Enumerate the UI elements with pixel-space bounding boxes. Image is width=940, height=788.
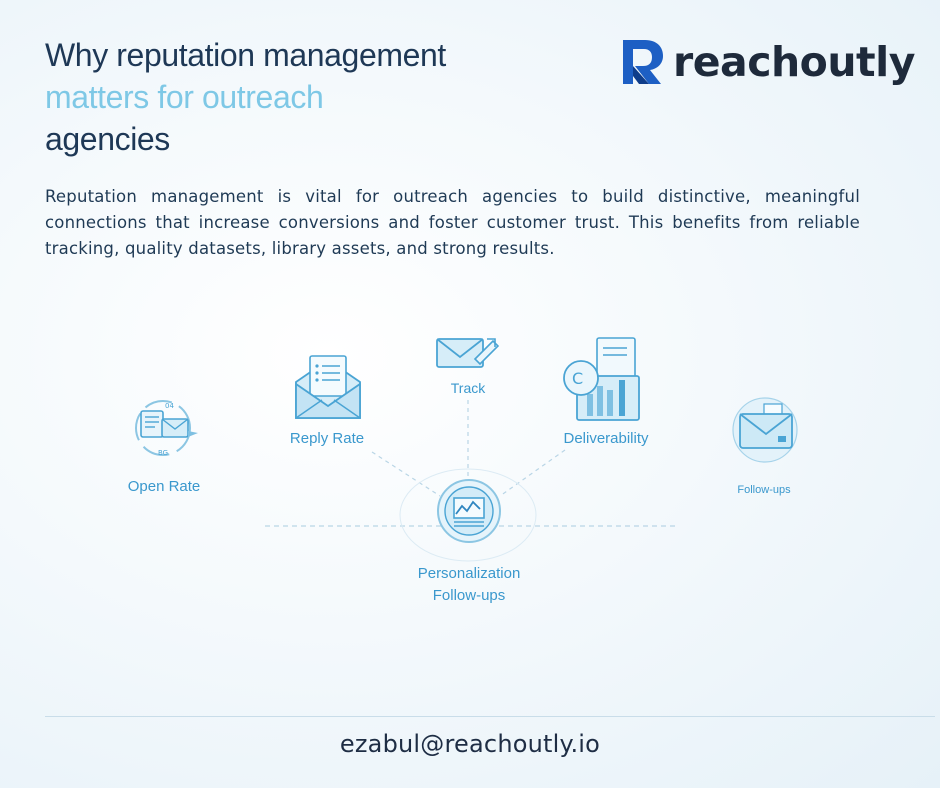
track-envelope-icon xyxy=(436,338,499,368)
footer-divider xyxy=(45,716,935,717)
brand-logo-icon xyxy=(623,40,663,84)
svg-text:C: C xyxy=(572,369,583,388)
personalization-chart-icon xyxy=(437,479,501,543)
title-line-2: matters for outreach xyxy=(45,79,324,115)
personalization-followups-label: Follow-ups xyxy=(432,587,506,604)
brand-logo: reachoutly xyxy=(619,36,915,88)
reply-rate-envelope-icon xyxy=(295,355,361,419)
benefits-diagram: 04 BG Open Rate Reply Rate Track C Deliv… xyxy=(0,300,940,640)
personalization-label: Personalization xyxy=(417,565,521,582)
connector-lines xyxy=(265,400,675,562)
svg-text:BG: BG xyxy=(158,449,168,457)
svg-text:04: 04 xyxy=(165,402,174,410)
deliverability-label: Deliverability xyxy=(563,430,649,447)
track-label: Track xyxy=(450,380,486,396)
title-line-3: agencies xyxy=(45,121,170,157)
follow-ups-label: Follow-ups xyxy=(737,484,791,496)
open-rate-label: Open Rate xyxy=(127,478,201,495)
deliverability-document-icon: C xyxy=(563,337,640,421)
contact-email: ezabul@reachoutly.io xyxy=(339,730,601,758)
reply-rate-label: Reply Rate xyxy=(289,430,365,447)
description-paragraph: Reputation management is vital for outre… xyxy=(45,187,860,258)
title-line-1: Why reputation management xyxy=(45,37,446,73)
open-rate-icon: 04 BG xyxy=(135,400,198,457)
follow-ups-envelope-icon xyxy=(732,397,798,463)
brand-name: reachoutly xyxy=(673,38,915,86)
page-title: Why reputation management matters for ou… xyxy=(45,34,446,160)
